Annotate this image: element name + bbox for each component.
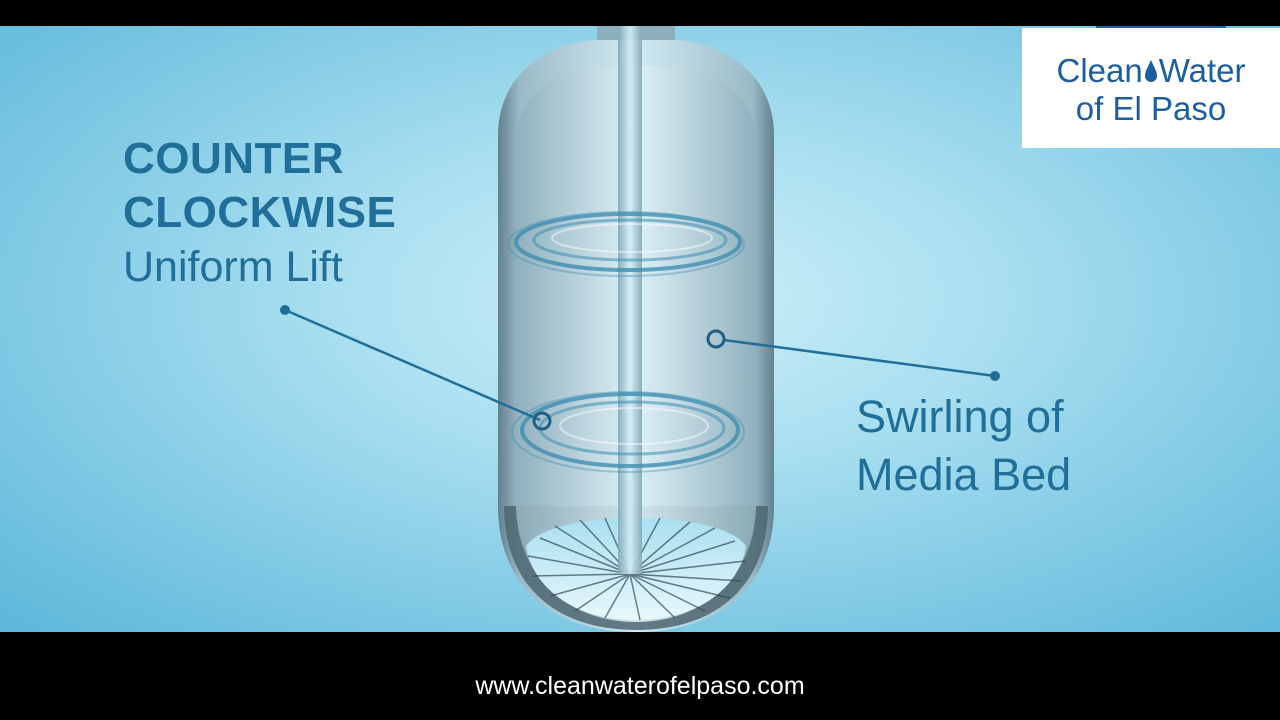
logo-line1: Clean Water — [1022, 52, 1280, 92]
left-callout-line — [284, 308, 541, 422]
upper-swirl — [507, 211, 745, 277]
logo-accent-strip — [1096, 26, 1226, 28]
logo-word-water: Water — [1158, 52, 1246, 89]
callout-title-line1: COUNTER — [123, 134, 345, 183]
right-callout-line — [723, 338, 996, 378]
brand-logo: Clean Water of El Paso — [1022, 28, 1280, 148]
right-callout-text: Swirling of Media Bed — [856, 388, 1071, 504]
left-callout-ring — [532, 411, 552, 431]
left-callout-text: COUNTER CLOCKWISE Uniform Lift — [123, 132, 396, 294]
right-callout-line2: Media Bed — [856, 449, 1072, 500]
filter-tank-illustration — [280, 26, 1000, 632]
right-callout-dot — [990, 371, 1000, 381]
riser-pipe — [618, 26, 642, 574]
callout-subtitle: Uniform Lift — [123, 243, 343, 291]
letterbox-top — [0, 0, 1280, 26]
logo-line2: of El Paso — [1075, 90, 1227, 127]
callout-title-line2: CLOCKWISE — [123, 188, 397, 237]
letterbox-bottom — [0, 632, 1280, 720]
left-callout-dot — [280, 305, 290, 315]
water-drop-icon — [1144, 54, 1158, 92]
logo-word-clean: Clean — [1056, 52, 1143, 89]
animation-scene: COUNTER CLOCKWISE Uniform Lift Swirling … — [0, 26, 1280, 632]
website-url-caption: www.cleanwaterofelpaso.com — [475, 672, 805, 700]
right-callout-ring — [706, 329, 726, 349]
right-callout-line1: Swirling of — [856, 391, 1064, 442]
